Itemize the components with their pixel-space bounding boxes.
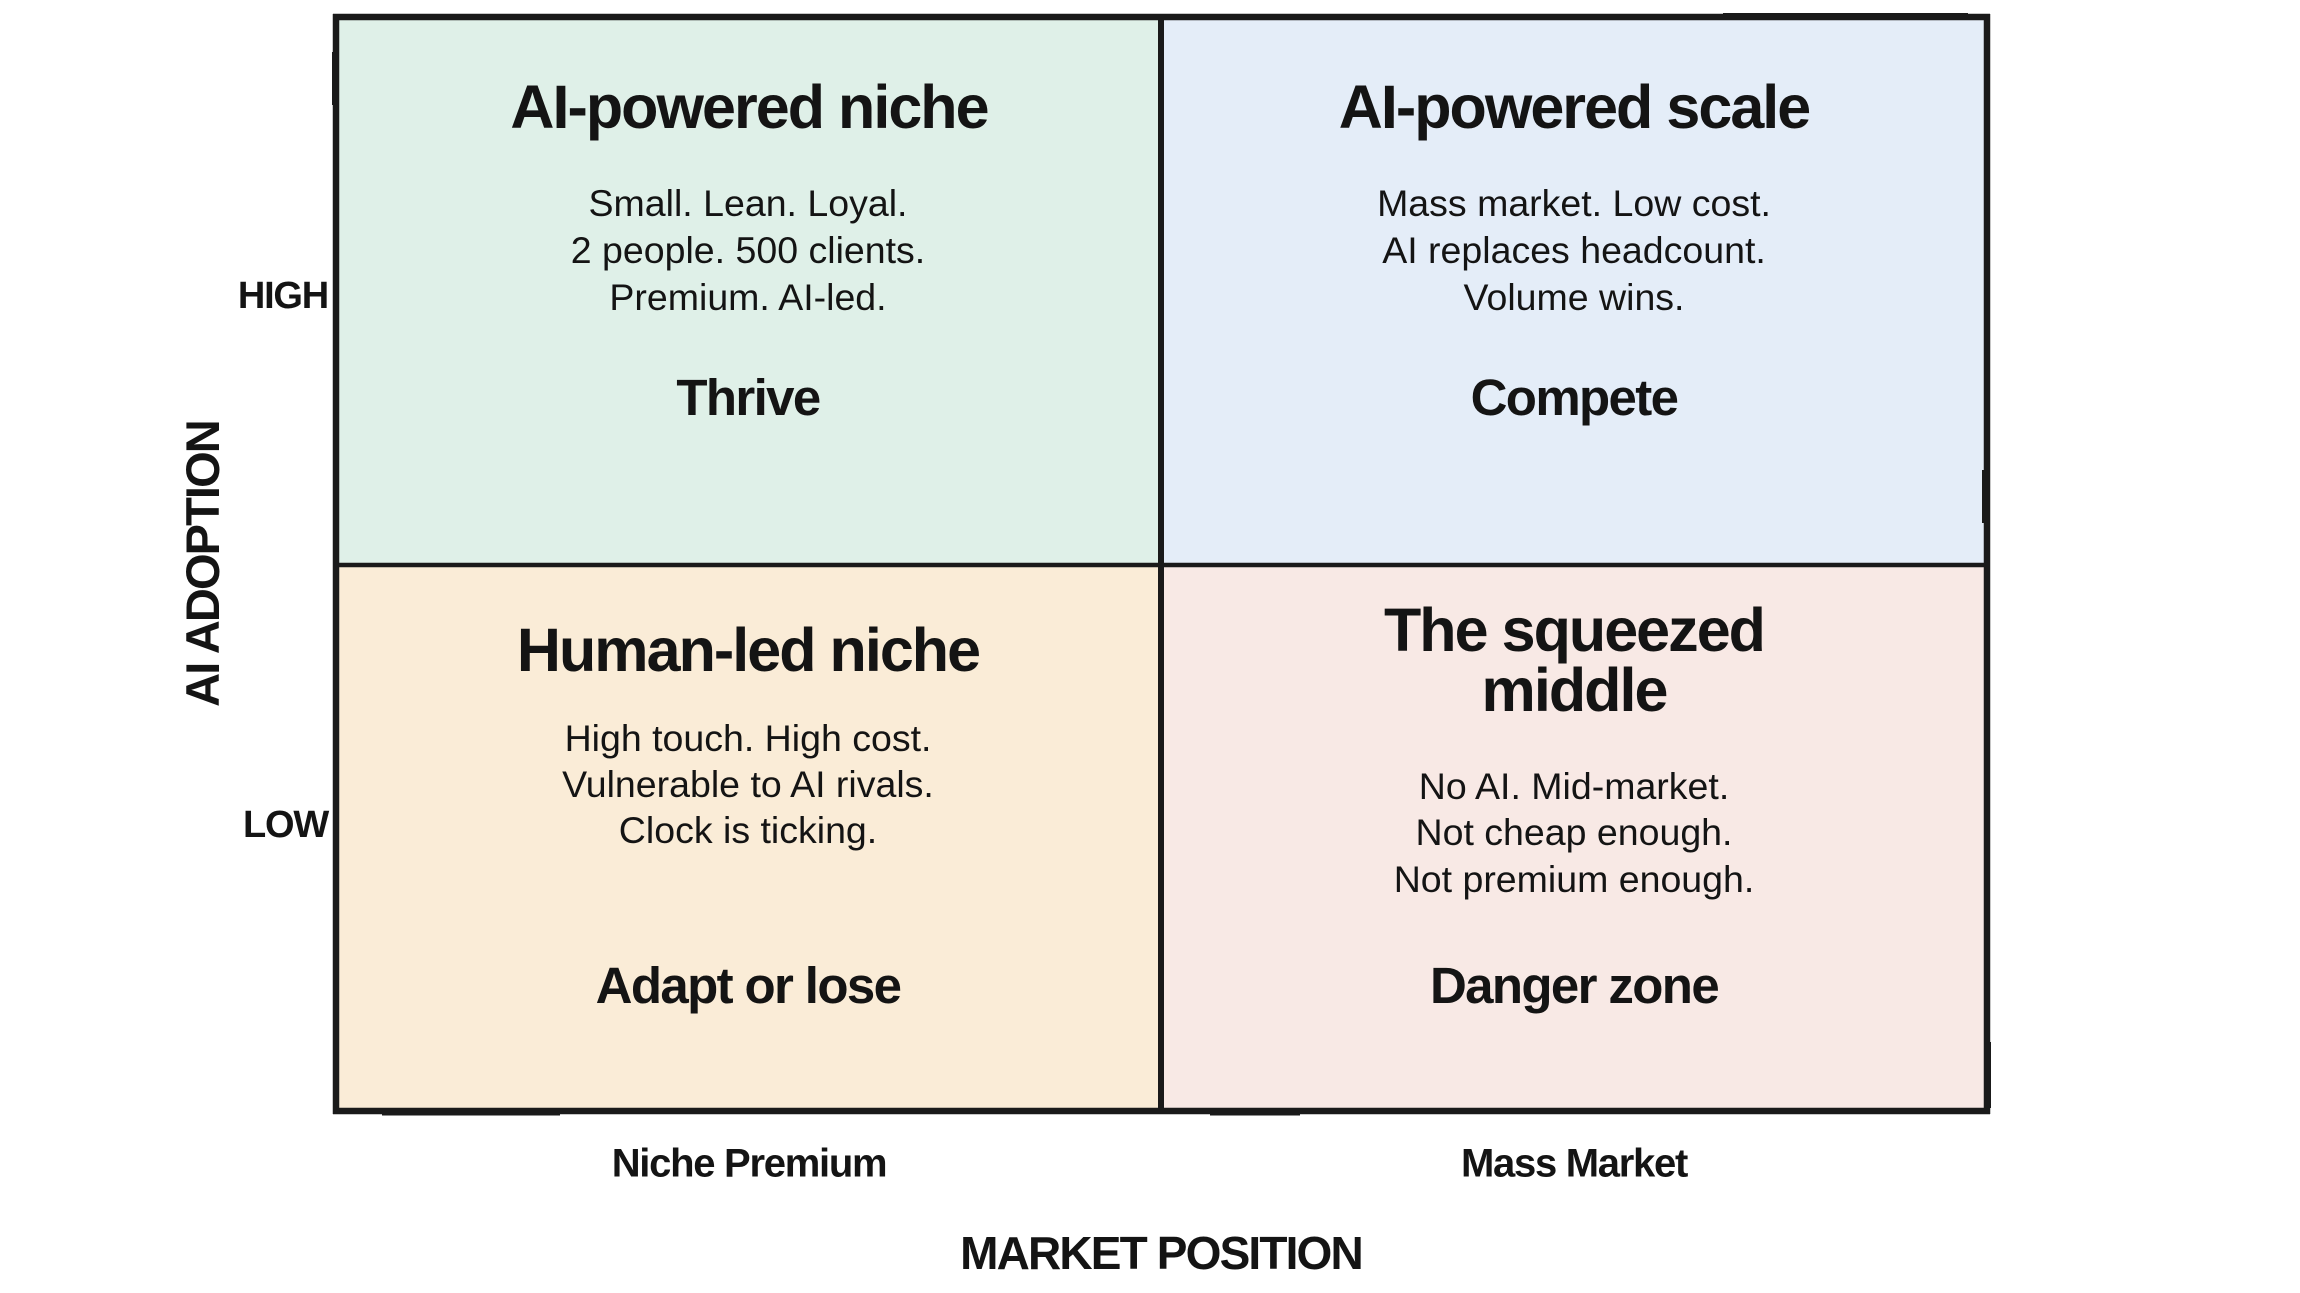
svg-text:Premium. AI-led.: Premium. AI-led. bbox=[609, 276, 886, 318]
svg-text:middle: middle bbox=[1482, 656, 1667, 724]
svg-text:AI-powered scale: AI-powered scale bbox=[1339, 73, 1810, 141]
svg-text:Human-led niche: Human-led niche bbox=[517, 616, 979, 684]
svg-text:Thrive: Thrive bbox=[676, 369, 820, 426]
svg-text:Volume wins.: Volume wins. bbox=[1464, 276, 1685, 318]
svg-text:The squeezed: The squeezed bbox=[1384, 596, 1764, 664]
svg-text:Not cheap enough.: Not cheap enough. bbox=[1416, 811, 1733, 853]
svg-text:No AI. Mid-market.: No AI. Mid-market. bbox=[1419, 765, 1730, 807]
svg-text:2 people. 500 clients.: 2 people. 500 clients. bbox=[571, 229, 925, 271]
svg-text:AI ADOPTION: AI ADOPTION bbox=[176, 421, 229, 707]
svg-text:AI-powered niche: AI-powered niche bbox=[510, 73, 987, 141]
svg-text:Adapt or lose: Adapt or lose bbox=[596, 957, 901, 1014]
svg-text:Vulnerable to AI rivals.: Vulnerable to AI rivals. bbox=[562, 763, 934, 805]
svg-text:AI replaces headcount.: AI replaces headcount. bbox=[1382, 229, 1766, 271]
svg-text:Compete: Compete bbox=[1471, 369, 1678, 426]
svg-text:MARKET POSITION: MARKET POSITION bbox=[960, 1227, 1362, 1279]
svg-text:Mass Market: Mass Market bbox=[1461, 1142, 1688, 1186]
svg-text:HIGH: HIGH bbox=[238, 275, 328, 317]
svg-text:High touch. High cost.: High touch. High cost. bbox=[565, 717, 932, 759]
svg-text:Danger zone: Danger zone bbox=[1430, 957, 1718, 1014]
svg-text:Niche Premium: Niche Premium bbox=[612, 1142, 887, 1186]
svg-text:Clock is ticking.: Clock is ticking. bbox=[619, 809, 877, 851]
svg-text:Small. Lean. Loyal.: Small. Lean. Loyal. bbox=[589, 182, 908, 224]
svg-text:Not premium enough.: Not premium enough. bbox=[1394, 858, 1755, 900]
svg-text:Mass market. Low cost.: Mass market. Low cost. bbox=[1377, 182, 1771, 224]
svg-text:LOW: LOW bbox=[243, 804, 329, 846]
